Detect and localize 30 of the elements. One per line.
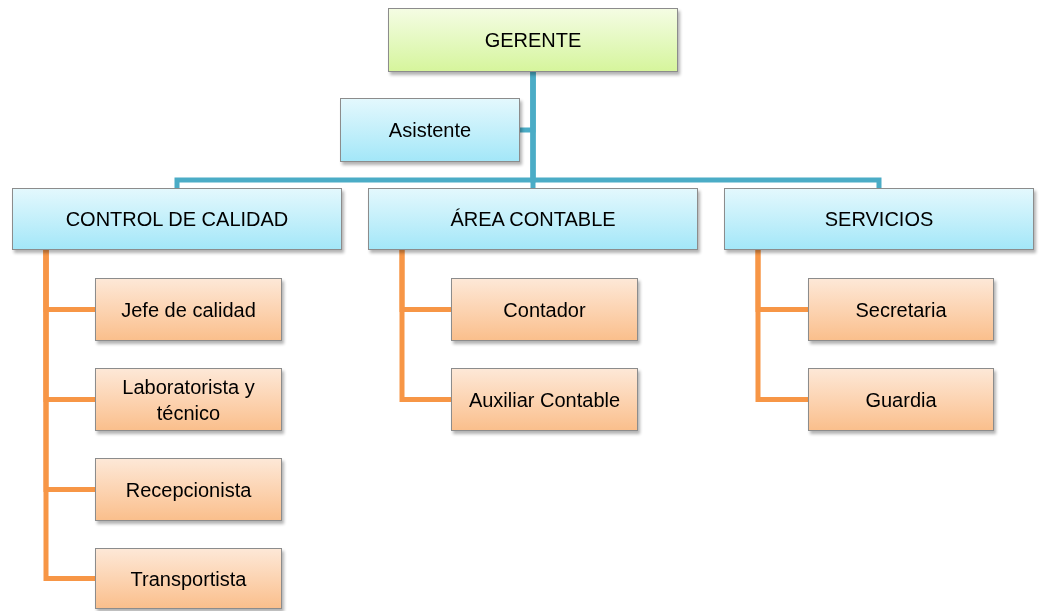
node-label: Recepcionista bbox=[125, 477, 252, 503]
connector-line bbox=[399, 250, 451, 402]
position-box bbox=[95, 278, 282, 341]
node-label: CONTROL DE CALIDAD bbox=[65, 207, 289, 232]
department-box bbox=[12, 188, 342, 250]
position-box bbox=[451, 368, 638, 431]
position-box bbox=[808, 278, 994, 341]
position-box bbox=[808, 368, 994, 431]
manager-box bbox=[388, 8, 678, 72]
position-box bbox=[95, 548, 282, 609]
department-box bbox=[340, 98, 520, 162]
node-label: Secretaria bbox=[855, 297, 947, 323]
node-label: Jefe de calidad bbox=[121, 297, 256, 323]
node-label: ÁREA CONTABLE bbox=[450, 207, 616, 232]
connector-line bbox=[43, 250, 95, 581]
connector-line bbox=[755, 250, 808, 402]
department-box bbox=[724, 188, 1034, 250]
node-label: Laboratorista y técnico bbox=[121, 374, 256, 426]
node-label: Transportista bbox=[130, 566, 247, 592]
connector-line bbox=[530, 72, 882, 188]
department-box bbox=[368, 188, 698, 250]
position-box bbox=[451, 278, 638, 341]
node-label: Auxiliar Contable bbox=[468, 387, 621, 413]
node-label: Asistente bbox=[388, 118, 472, 143]
node-label: Contador bbox=[503, 297, 586, 323]
node-label: Guardia bbox=[865, 387, 937, 413]
node-label: GERENTE bbox=[484, 28, 582, 53]
node-label: SERVICIOS bbox=[824, 207, 934, 232]
position-box bbox=[95, 368, 282, 431]
position-box bbox=[95, 458, 282, 521]
